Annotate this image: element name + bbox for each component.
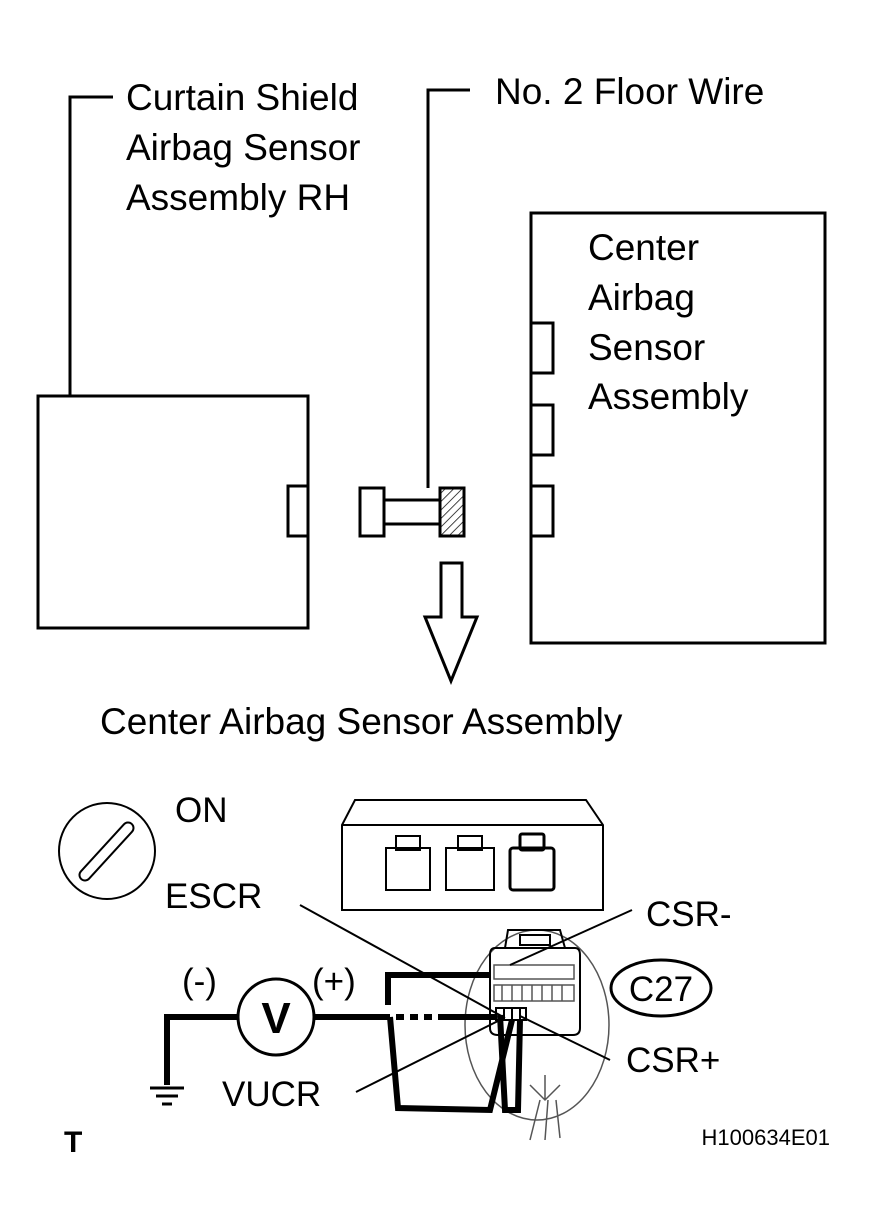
ignition-key-icon	[58, 802, 156, 900]
center-sensor-label-line4: Assembly	[588, 376, 749, 417]
floor-wire-leader-line	[426, 88, 470, 488]
figure-code: H100634E01	[702, 1125, 830, 1150]
floor-wire-connector	[358, 486, 466, 538]
meter-positive-label: (+)	[312, 962, 356, 1001]
csr-minus-label: CSR-	[646, 895, 732, 934]
csr-plus-leader-line	[519, 1015, 611, 1061]
curtain-shield-label-line2: Airbag Sensor	[126, 127, 360, 168]
connector-id-badge	[609, 958, 713, 1018]
ground-icon	[150, 1086, 184, 1106]
csr-plus-label: CSR+	[626, 1041, 720, 1080]
meter-negative-label: (-)	[182, 962, 217, 1001]
escr-label: ESCR	[165, 877, 262, 916]
connector-c27	[464, 929, 610, 1141]
curtain-shield-label-line1: Curtain Shield	[126, 77, 358, 118]
connector-id-label: C27	[629, 970, 693, 1009]
sensor-connector-housing	[341, 799, 604, 911]
curtain-shield-leader-line	[68, 95, 113, 396]
second-probe-wire	[385, 972, 490, 1005]
center-sensor-heading: Center Airbag Sensor Assembly	[100, 701, 623, 742]
voltmeter-symbol: V	[261, 994, 291, 1043]
down-arrow-icon	[422, 561, 480, 685]
escr-leader-line	[299, 904, 506, 1019]
curtain-shield-sensor-box	[36, 394, 310, 630]
floor-wire-label: No. 2 Floor Wire	[495, 71, 764, 112]
vucr-label: VUCR	[222, 1075, 321, 1114]
center-sensor-box	[529, 211, 827, 645]
center-sensor-label-line1: Center	[588, 227, 699, 268]
negative-probe-wire	[164, 1014, 238, 1085]
center-sensor-label-line3: Sensor	[588, 327, 705, 368]
corner-mark: T	[64, 1126, 82, 1159]
curtain-shield-label-line3: Assembly RH	[126, 177, 350, 218]
center-sensor-label-line2: Airbag	[588, 277, 695, 318]
vucr-leader-line	[355, 1019, 501, 1093]
csr-minus-leader-line	[509, 909, 633, 966]
ignition-on-label: ON	[175, 791, 228, 830]
